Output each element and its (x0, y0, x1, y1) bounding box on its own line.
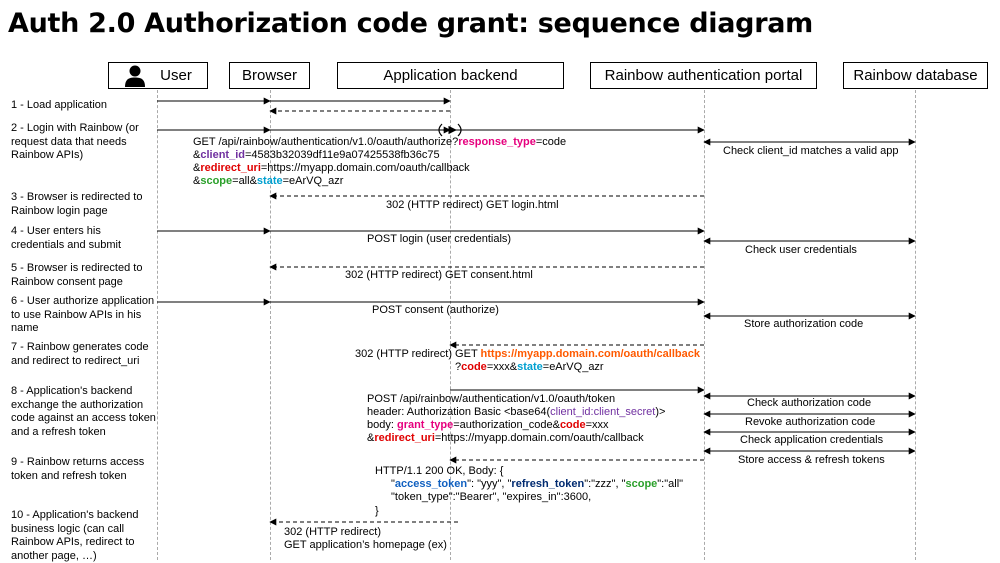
msg8-line3: body: grant_type=authorization_code&code… (367, 419, 609, 431)
actor-database-label: Rainbow database (853, 67, 978, 84)
actor-browser: Browser (229, 62, 310, 89)
msg7-line2: ?code=xxx&state=eArVQ_azr (455, 361, 604, 373)
step-7: 7 - Rainbow generates code and redirect … (11, 341, 149, 367)
step-8: 8 - Application's backend exchange the a… (11, 385, 156, 438)
msg9-line3: "token_type":"Bearer", "expires_in":3600… (391, 491, 592, 503)
msg4-label: POST login (user credentials) (367, 233, 512, 245)
actor-backend-label: Application backend (383, 67, 518, 84)
actor-database: Rainbow database (843, 62, 988, 89)
msg8-note-3: Check application credentials (740, 434, 884, 446)
msg9-line1: HTTP/1.1 200 OK, Body: { (375, 465, 504, 477)
lifeline-database (915, 90, 916, 560)
msg3-label: 302 (HTTP redirect) GET login.html (386, 199, 559, 211)
step-9: 9 - Rainbow returns access token and ref… (11, 456, 145, 482)
lifeline-browser (270, 90, 271, 560)
msg9-line4: } (375, 505, 379, 517)
msg2-line3: &redirect_uri=https://myapp.domain.com/o… (193, 162, 470, 174)
msg8-note-4: Store access & refresh tokens (738, 454, 885, 466)
msg6-note: Store authorization code (744, 318, 864, 330)
msg10-line2: GET application’s homepage (ex) (284, 539, 447, 551)
step-10: 10 - Application's backend business logi… (11, 509, 139, 562)
msg2-line4: &scope=all&state=eArVQ_azr (193, 175, 344, 187)
loop-marker (438, 123, 462, 137)
step-2: 2 - Login with Rainbow (or request data … (11, 122, 139, 161)
step-6: 6 - User authorize application to use Ra… (11, 295, 155, 334)
msg10-line1: 302 (HTTP redirect) (284, 526, 381, 538)
step-1: 1 - Load application (11, 99, 108, 111)
actor-portal-label: Rainbow authentication portal (604, 67, 803, 84)
msg8-note-1: Check authorization code (747, 397, 872, 409)
msg8-line2: header: Authorization Basic <base64(clie… (367, 406, 666, 418)
msg8-line1: POST /api/rainbow/authentication/v1.0/oa… (367, 393, 616, 405)
msg7-line1: 302 (HTTP redirect) GET https://myapp.do… (355, 348, 700, 360)
lifeline-user (157, 90, 158, 560)
msg2-line1: GET /api/rainbow/authentication/v1.0/oau… (193, 136, 567, 148)
actor-backend: Application backend (337, 62, 564, 89)
msg8-note-2: Revoke authorization code (745, 416, 876, 428)
lifeline-backend (450, 90, 451, 560)
page-title: Auth 2.0 Authorization code grant: seque… (8, 8, 813, 39)
msg4-note: Check user credentials (745, 244, 857, 256)
actor-user: User (108, 62, 208, 89)
msg8-line4: &redirect_uri=https://myapp.domain.com/o… (367, 432, 644, 444)
step-5: 5 - Browser is redirected to Rainbow con… (11, 262, 143, 288)
lifeline-portal (704, 90, 705, 560)
step-4: 4 - User enters his credentials and subm… (11, 225, 122, 251)
step-3: 3 - Browser is redirected to Rainbow log… (11, 191, 143, 217)
user-icon (125, 65, 146, 87)
msg2-note: Check client_id matches a valid app (723, 145, 899, 157)
actor-user-label: User (160, 67, 192, 84)
actor-portal: Rainbow authentication portal (590, 62, 817, 89)
msg9-line2: "access_token": "yyy", "refresh_token":"… (391, 478, 684, 490)
msg5-label: 302 (HTTP redirect) GET consent.html (345, 269, 533, 281)
msg6-label: POST consent (authorize) (372, 304, 499, 316)
actor-browser-label: Browser (241, 67, 297, 84)
msg2-line2: &client_id=4583b32039df11e9a07425538fb36… (193, 149, 440, 161)
